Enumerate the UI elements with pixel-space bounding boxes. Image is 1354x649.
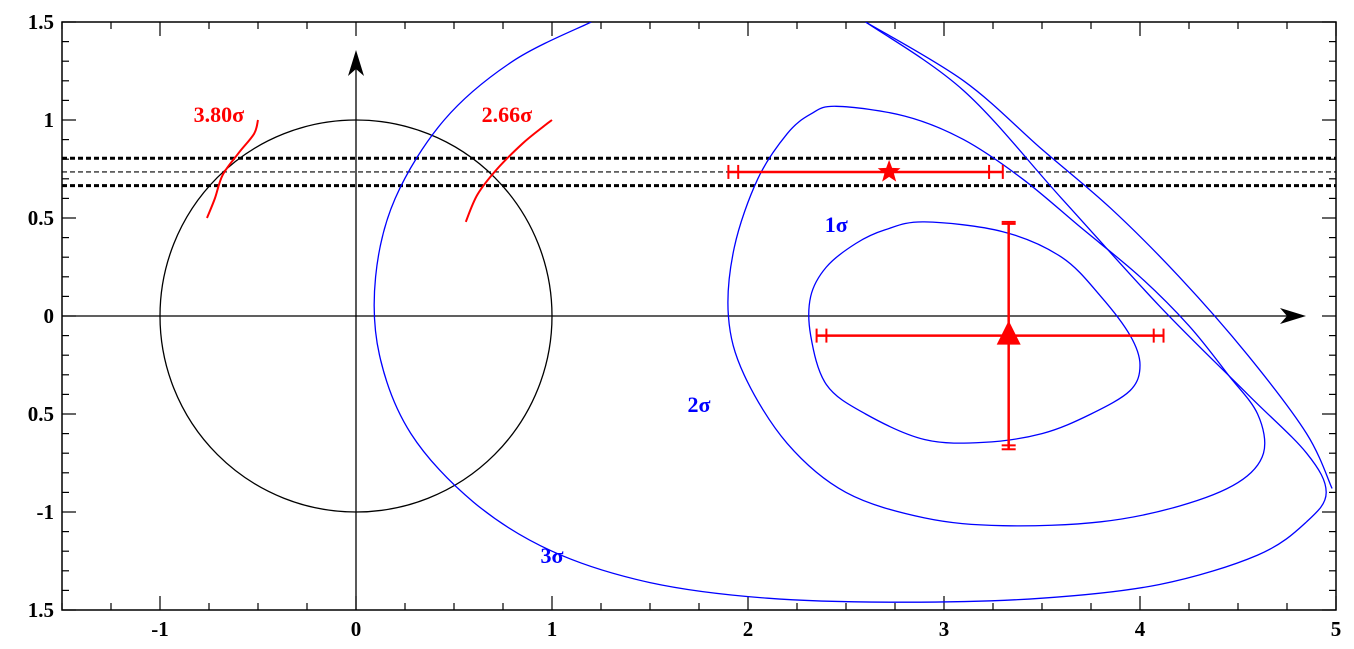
y-tick-label: 0 bbox=[44, 304, 55, 328]
tick-labels: -1 0 1 2 3 4 5 1.5 1 0.5 0 0.5 -1 1.5 bbox=[28, 10, 1342, 641]
contour-label: 3σ bbox=[541, 543, 564, 568]
y-tick-label: -1 bbox=[37, 500, 55, 524]
red-curve-label: 2.66σ bbox=[482, 102, 533, 127]
x-tick-label: 5 bbox=[1331, 617, 1342, 641]
contour-4 bbox=[865, 22, 1333, 489]
red-curve-2 bbox=[464, 119, 553, 223]
x-tick-label: -1 bbox=[151, 617, 169, 641]
contour-1 bbox=[808, 221, 1141, 444]
red-curve-1 bbox=[206, 119, 259, 219]
y-tick-label: 1 bbox=[44, 108, 55, 132]
x-tick-label: 2 bbox=[743, 617, 754, 641]
contour-3 bbox=[373, 22, 1327, 603]
triangle-marker-icon bbox=[996, 320, 1021, 345]
y-tick-label: 1.5 bbox=[28, 10, 54, 34]
y-tick-label: 1.5 bbox=[28, 598, 54, 622]
red-curve-label: 3.80σ bbox=[194, 102, 245, 127]
x-tick-label: 3 bbox=[939, 617, 950, 641]
contour-label: 2σ bbox=[688, 392, 711, 417]
star-marker-icon bbox=[877, 159, 901, 182]
contour-2 bbox=[727, 105, 1266, 527]
x-axis-arrow-icon bbox=[1280, 308, 1306, 324]
unit-circle bbox=[159, 119, 553, 513]
contour-label: 1σ bbox=[825, 212, 848, 237]
y-axis-arrow-icon bbox=[348, 50, 364, 76]
x-tick-label: 1 bbox=[547, 617, 558, 641]
x-tick-label: 4 bbox=[1135, 617, 1146, 641]
x-tick-label: 0 bbox=[351, 617, 362, 641]
y-tick-label: 0.5 bbox=[28, 206, 54, 230]
y-tick-label: 0.5 bbox=[28, 402, 54, 426]
annotations: 1σ 2σ 3σ 3.80σ 2.66σ bbox=[194, 102, 848, 568]
plot-area bbox=[62, 22, 1336, 610]
